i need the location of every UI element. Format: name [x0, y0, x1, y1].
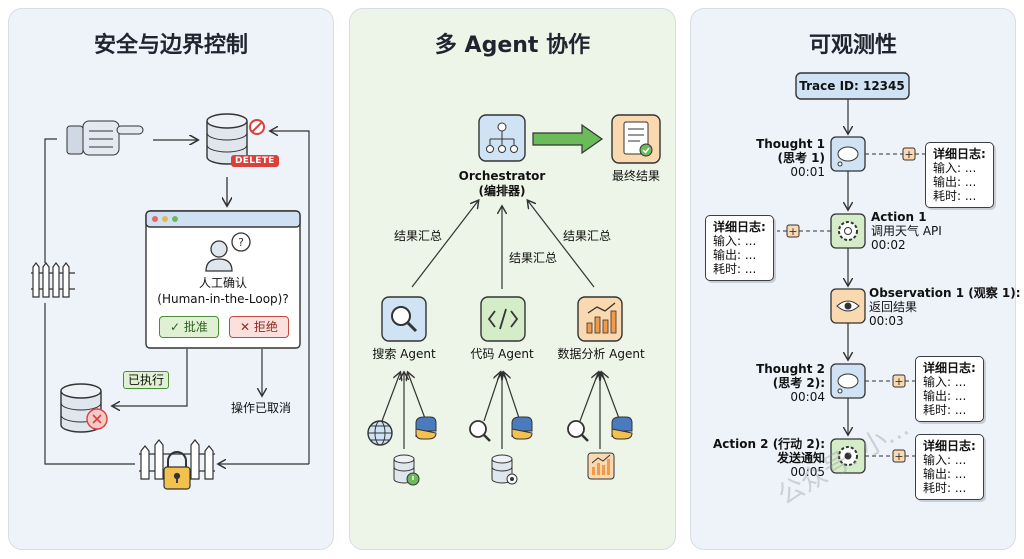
search-agent-label: 搜索 Agent: [372, 347, 436, 361]
python-icon: [415, 416, 437, 440]
log-input: 输入: ...: [713, 234, 757, 248]
step1-line2: (思考 1): [777, 151, 826, 165]
panel-safety: 安全与边界控制: [8, 8, 334, 550]
magnifier-icon: [567, 420, 589, 442]
panel-safety-title: 安全与边界控制: [93, 33, 248, 58]
database-error-icon: [60, 383, 108, 433]
confirm-dialog: ?: [145, 210, 301, 349]
log-duration: 耗时: ...: [713, 262, 757, 276]
data-agent-label: 数据分析 Agent: [557, 347, 645, 361]
summary-label-left: 结果汇总: [393, 229, 443, 243]
log-title: 详细日志:: [923, 361, 976, 375]
summary-label-mid: 结果汇总: [508, 251, 558, 265]
web-globe-icon: [367, 420, 393, 446]
log-input: 输入: ...: [923, 453, 967, 467]
eye-icon: [830, 288, 866, 324]
data-agent-icon: [577, 296, 623, 342]
fence-icon: [31, 262, 75, 298]
safety-diagram: ?: [31, 113, 310, 490]
log-output: 输出: ...: [933, 175, 977, 189]
thought-cloud-icon: [830, 363, 866, 399]
forbidden-icon: [249, 119, 265, 135]
thought-cloud-icon: [830, 136, 866, 172]
step1-line1: Thought 1: [756, 137, 825, 151]
step4-line2: (思考 2):: [772, 376, 825, 390]
log-title: 详细日志:: [933, 147, 986, 161]
panel-observability-title: 可观测性: [808, 33, 897, 58]
cancelled-label: 操作已取消: [231, 401, 292, 415]
step4-line1: Thought 2: [756, 362, 825, 376]
step1-time: 00:01: [790, 165, 825, 179]
trace-id-label: Trace ID: 12345: [799, 79, 905, 93]
dialog-line1: 人工确认: [198, 276, 248, 290]
delete-badge: DELETE: [231, 155, 279, 167]
final-result-icon: [611, 114, 661, 164]
database-gear-icon: [491, 454, 518, 485]
log-box-4: 详细日志: 输入: ... 输出: ... 耗时: ...: [915, 434, 984, 500]
gear-icon: [830, 438, 866, 474]
log-box-2: 详细日志: 输入: ... 输出: ... 耗时: ...: [705, 215, 774, 281]
step2-line2: 调用天气 API: [871, 224, 942, 238]
log-input: 输入: ...: [933, 161, 977, 175]
panel-multi-agent-title: 多 Agent 协作: [434, 33, 591, 58]
multi-agent-diagram: [367, 114, 661, 486]
step3-line2: 返回结果: [869, 300, 918, 314]
panel-multi-agent: 多 Agent 协作: [349, 8, 676, 550]
database-warning-icon: [393, 454, 420, 486]
approve-button[interactable]: ✓ 批准: [159, 316, 219, 338]
svg-text:+: +: [894, 375, 903, 388]
step3-time: 00:03: [869, 314, 904, 328]
step2-line1: Action 1: [871, 210, 927, 224]
log-output: 输出: ...: [713, 248, 757, 262]
log-output: 输出: ...: [923, 389, 967, 403]
search-agent-icon: [381, 296, 427, 342]
log-output: 输出: ...: [923, 467, 967, 481]
check-icon: ✓: [170, 320, 184, 334]
dialog-line2: (Human-in-the-Loop)?: [157, 292, 289, 306]
python-icon: [511, 416, 533, 440]
log-title: 详细日志:: [713, 220, 766, 234]
summary-label-right: 结果汇总: [562, 229, 612, 243]
chart-icon: [587, 452, 615, 480]
log-duration: 耗时: ...: [933, 189, 977, 203]
executed-badge: 已执行: [123, 371, 170, 389]
reject-button[interactable]: ✕ 拒绝: [229, 316, 289, 338]
code-agent-icon: [480, 296, 526, 342]
robot-hand-icon: [66, 120, 144, 156]
log-input: 输入: ...: [923, 375, 967, 389]
log-duration: 耗时: ...: [923, 403, 967, 417]
svg-text:+: +: [788, 225, 797, 238]
magnifier-icon: [469, 420, 491, 442]
close-icon: ✕: [240, 320, 254, 334]
orchestrator-label-2: (编排器): [478, 184, 526, 198]
orchestrator-label-1: Orchestrator: [458, 169, 546, 183]
step3-line1: Observation 1 (观察 1):: [869, 286, 1021, 300]
step5-line2: 发送通知: [776, 451, 825, 465]
final-result-label: 最终结果: [611, 169, 661, 183]
step5-time: 00:05: [790, 465, 825, 479]
database-icon: [206, 113, 248, 165]
trace-diagram: + + + +: [777, 72, 925, 474]
panel-observability: 可观测性: [690, 8, 1021, 550]
code-agent-label: 代码 Agent: [470, 347, 534, 361]
svg-text:+: +: [894, 450, 903, 463]
log-box-3: 详细日志: 输入: ... 输出: ... 耗时: ...: [915, 356, 984, 422]
log-title: 详细日志:: [923, 439, 976, 453]
log-duration: 耗时: ...: [923, 481, 967, 495]
reject-label: 拒绝: [253, 320, 278, 334]
step5-line1: Action 2 (行动 2):: [712, 437, 825, 451]
python-icon: [611, 416, 633, 440]
svg-text:?: ?: [238, 236, 244, 249]
trace-id-box: [795, 72, 910, 100]
step2-time: 00:02: [871, 238, 906, 252]
svg-text:+: +: [904, 148, 913, 161]
gate-lock-icon: [139, 439, 215, 490]
gear-icon: [830, 213, 866, 249]
step4-time: 00:04: [790, 390, 825, 404]
orchestrator-icon: [478, 114, 526, 162]
approve-label: 批准: [183, 320, 208, 334]
log-box-1: 详细日志: 输入: ... 输出: ... 耗时: ...: [925, 142, 994, 208]
arrow-to-final: [532, 123, 604, 155]
